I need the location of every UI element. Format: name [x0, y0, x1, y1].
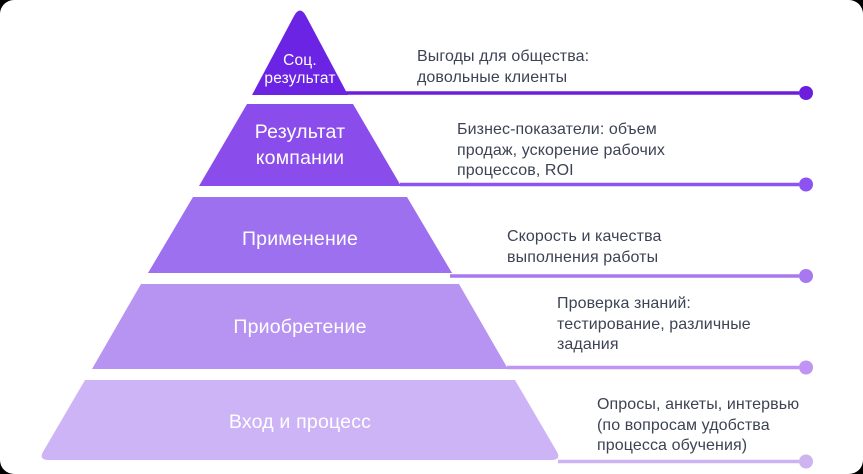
connector-dot-5: [799, 454, 813, 469]
connector-dot-1: [799, 86, 813, 100]
pyramid-level-5-label: Вход и процесс: [228, 411, 372, 433]
pyramid-level-4-label: Приобретение: [233, 316, 367, 338]
connector-dot-2: [799, 177, 813, 192]
connector-dot-4: [799, 360, 813, 375]
pyramid-level-5-shape: [41, 380, 559, 460]
pyramid-level-1-label: Соц. результат: [264, 52, 336, 87]
pyramid-level-3-description: Скорость и качества выполнения работы: [507, 228, 662, 266]
connector-dot-3: [799, 269, 813, 283]
pyramid-level-4-description: Проверка знаний: тестирование, различные…: [557, 295, 751, 353]
pyramid-level-5-description: Опросы, анкеты, интервью (по вопросам уд…: [597, 396, 800, 454]
pyramid-level-3-label: Применение: [241, 228, 359, 250]
pyramid-level-2-description: Бизнес-показатели: объем продаж, ускорен…: [457, 121, 666, 179]
pyramid-level-2-shape: [199, 104, 401, 186]
pyramid-level-2-label: Результат компании: [254, 121, 346, 169]
pyramid-level-3-shape: [148, 197, 452, 273]
pyramid-level-4-shape: [92, 284, 508, 369]
pyramid-level-1-description: Выгоды для общества: довольные клиенты: [417, 48, 590, 86]
pyramid-level-1-shape: [252, 10, 348, 95]
